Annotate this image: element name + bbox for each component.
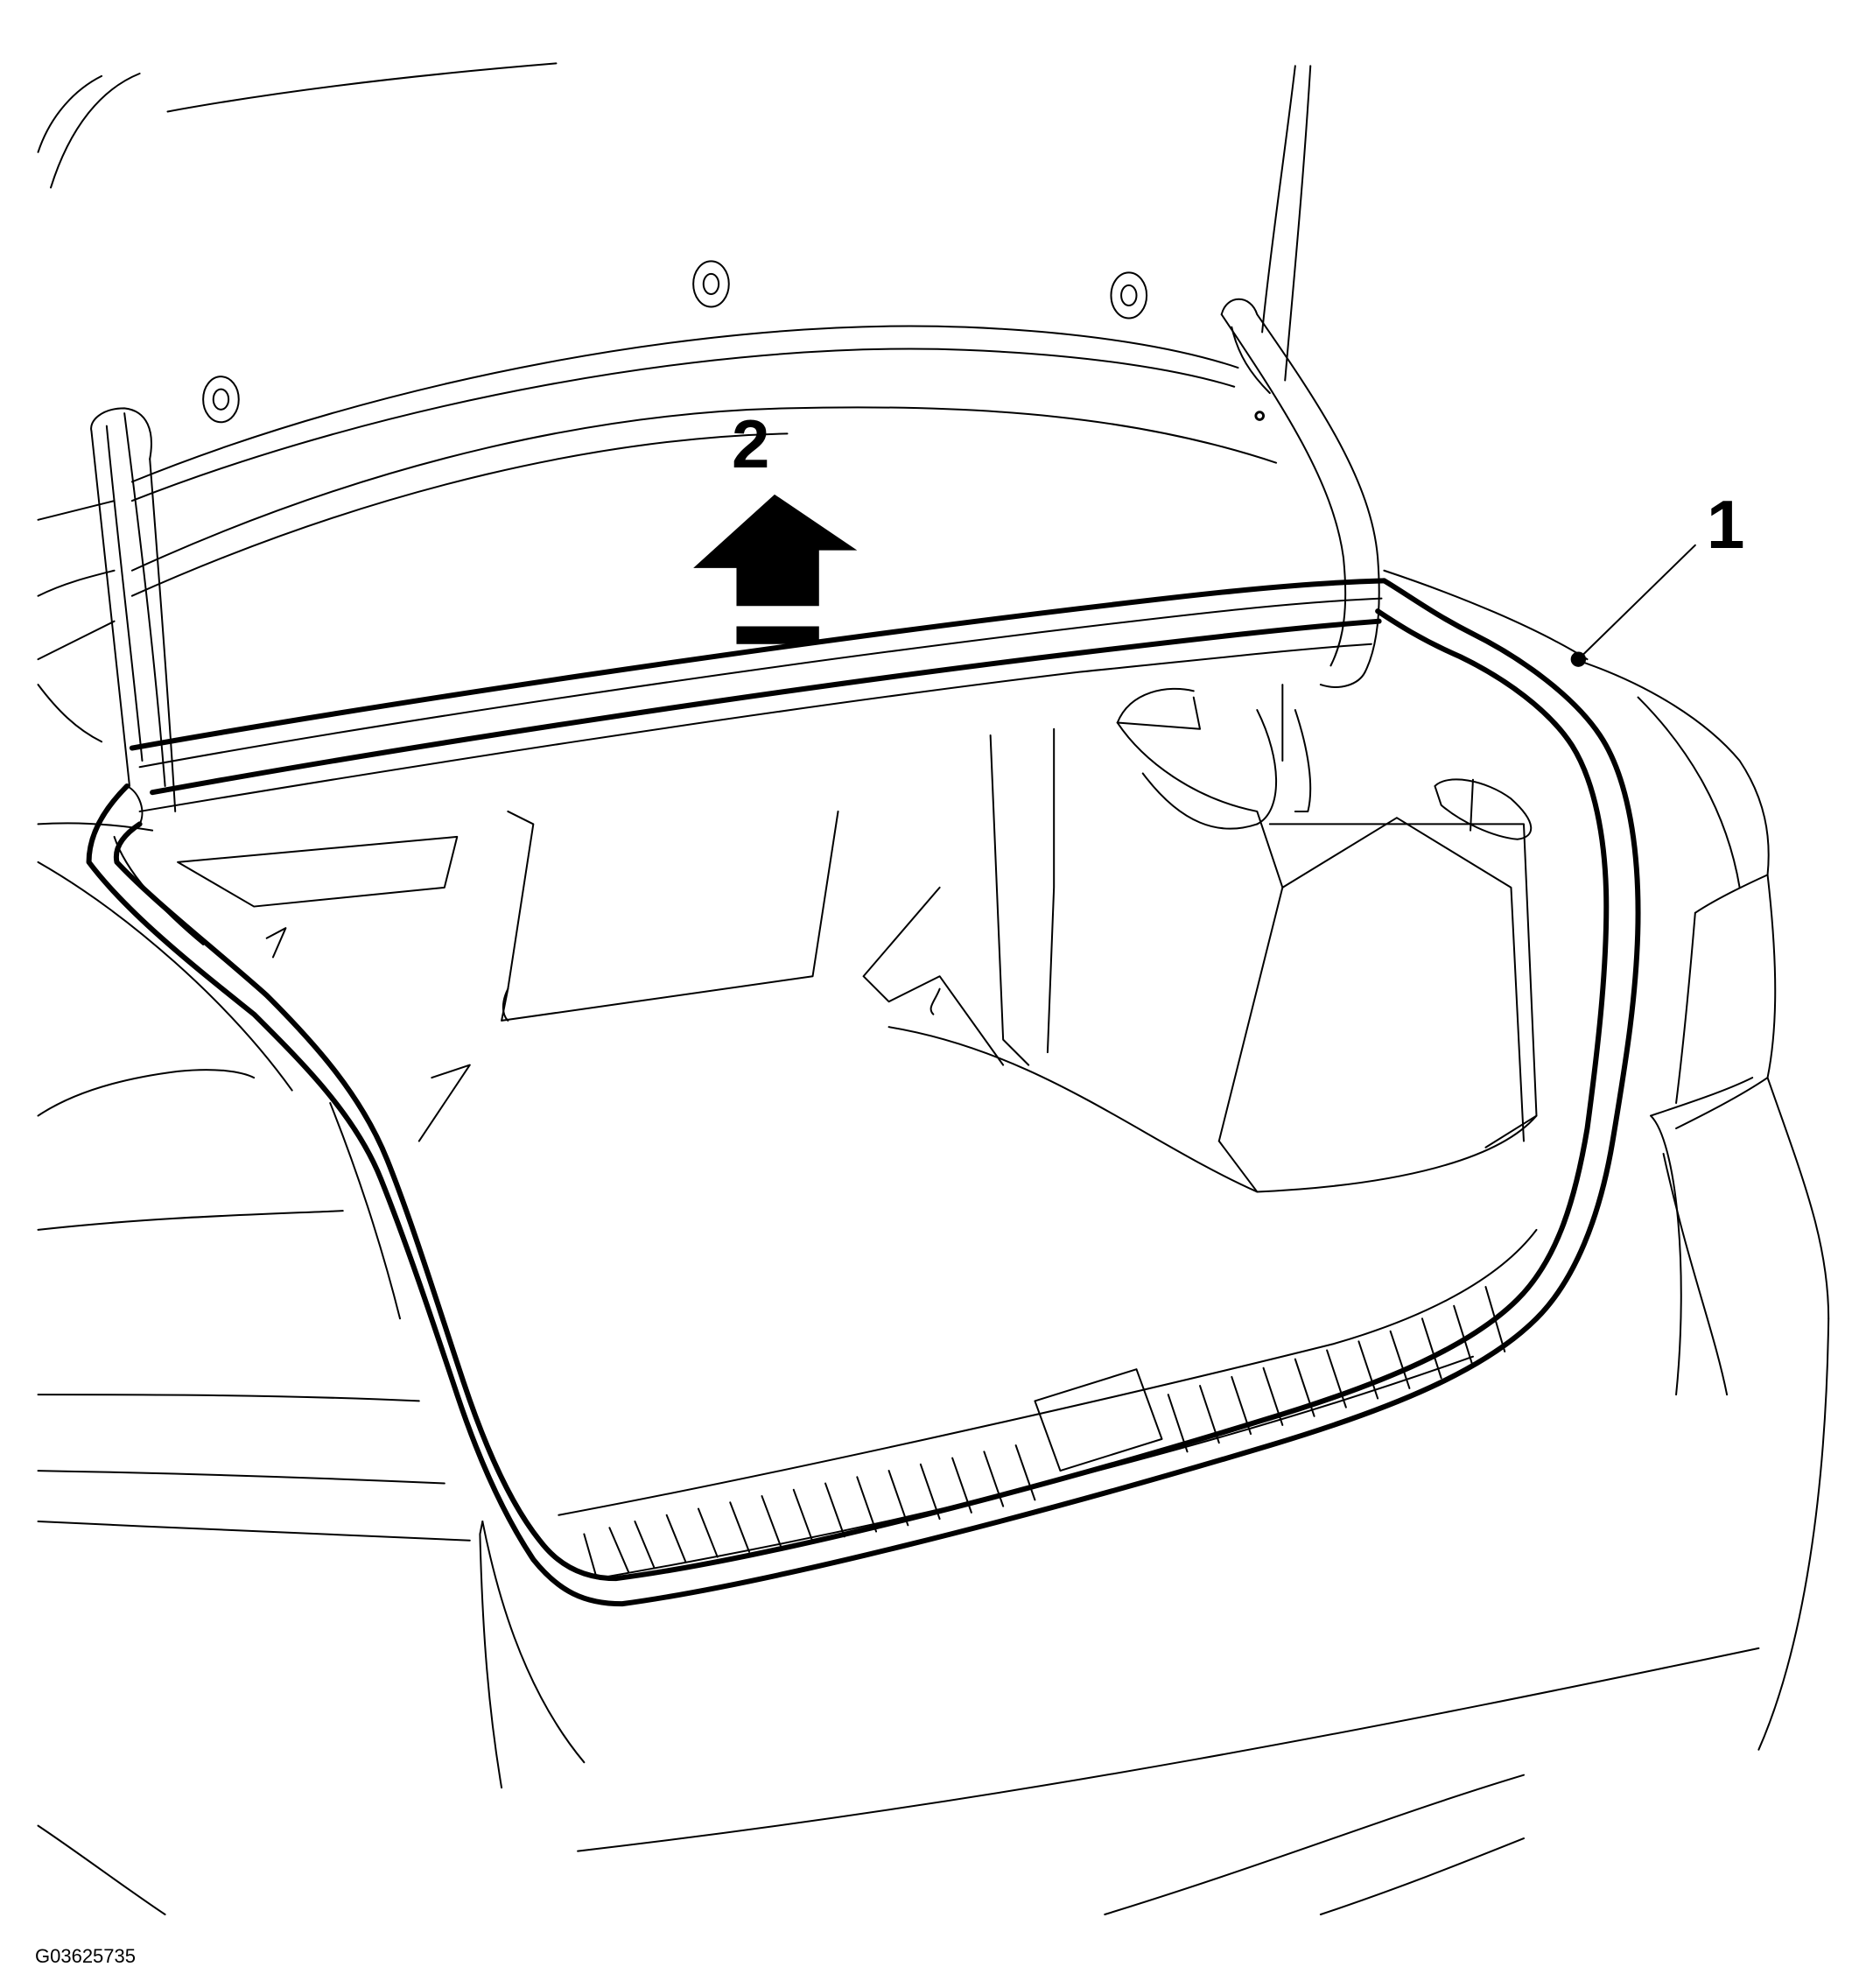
figure-id: G03625735 — [35, 1945, 136, 1967]
bumper-lower-line — [578, 1648, 1758, 1851]
weatherstrip-inner — [116, 611, 1606, 1578]
access-opening — [1435, 779, 1531, 839]
hinge-arm-left — [91, 408, 151, 459]
rear-shelf-upper-edge — [132, 326, 1238, 481]
callout-1-leader — [1581, 545, 1695, 657]
callout-2-label: 2 — [732, 405, 770, 482]
direction-arrow-bar — [736, 626, 819, 644]
clip-nut-3 — [1111, 272, 1147, 318]
wheel-well-right — [1118, 723, 1283, 1142]
direction-arrow — [693, 494, 858, 607]
c-pillar-right — [1262, 66, 1295, 332]
clip-nut-1 — [203, 376, 239, 422]
weatherstrip-outer — [89, 580, 1638, 1604]
tail-lamp-outline — [1575, 659, 1769, 875]
sill-hatching — [609, 1287, 1505, 1572]
latch-striker — [1035, 1369, 1161, 1471]
rear-window-outline — [51, 74, 140, 187]
callout-1-dot — [1570, 651, 1587, 667]
clip-nut-2 — [693, 261, 729, 306]
callout-1-label: 1 — [1707, 486, 1745, 563]
roof-line — [168, 63, 557, 111]
hinge-arm-right — [1222, 299, 1379, 672]
